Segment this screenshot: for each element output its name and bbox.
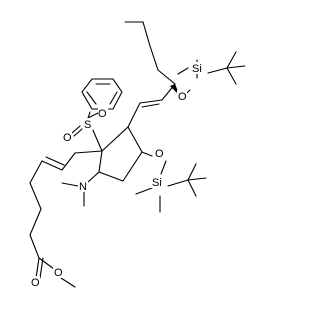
atom-n-amine: N	[79, 181, 87, 193]
chemical-structure: Si O O S O O Si N O O	[29, 21, 246, 289]
vinyl-chain	[127, 99, 163, 128]
cyclopentane-ring	[98, 126, 143, 182]
atom-s-sulfonyl: S	[84, 119, 91, 131]
atom-o-carbonyl: O	[31, 277, 40, 289]
atom-o-sulfonyl-b: O	[63, 132, 72, 144]
dimethylamino-group	[61, 171, 100, 207]
pentyl-chain	[124, 21, 176, 85]
atom-o-sulfonyl-a: O	[98, 108, 107, 120]
heptenoate-chain	[29, 150, 103, 288]
atom-o-top: O	[178, 91, 187, 103]
structure-canvas: Si O O S O O Si N O O	[29, 21, 246, 289]
tbs-ether-top	[177, 51, 246, 98]
tbs-ether-ring	[135, 151, 207, 213]
atom-o-ring: O	[155, 148, 164, 160]
atom-o-ester: O	[54, 267, 63, 279]
atom-labels: Si O O S O O Si N O O	[30, 62, 205, 289]
phenylsulfonyl-group	[71, 78, 123, 152]
atom-si-top: Si	[192, 63, 202, 75]
atom-si-bottom: Si	[152, 177, 162, 189]
